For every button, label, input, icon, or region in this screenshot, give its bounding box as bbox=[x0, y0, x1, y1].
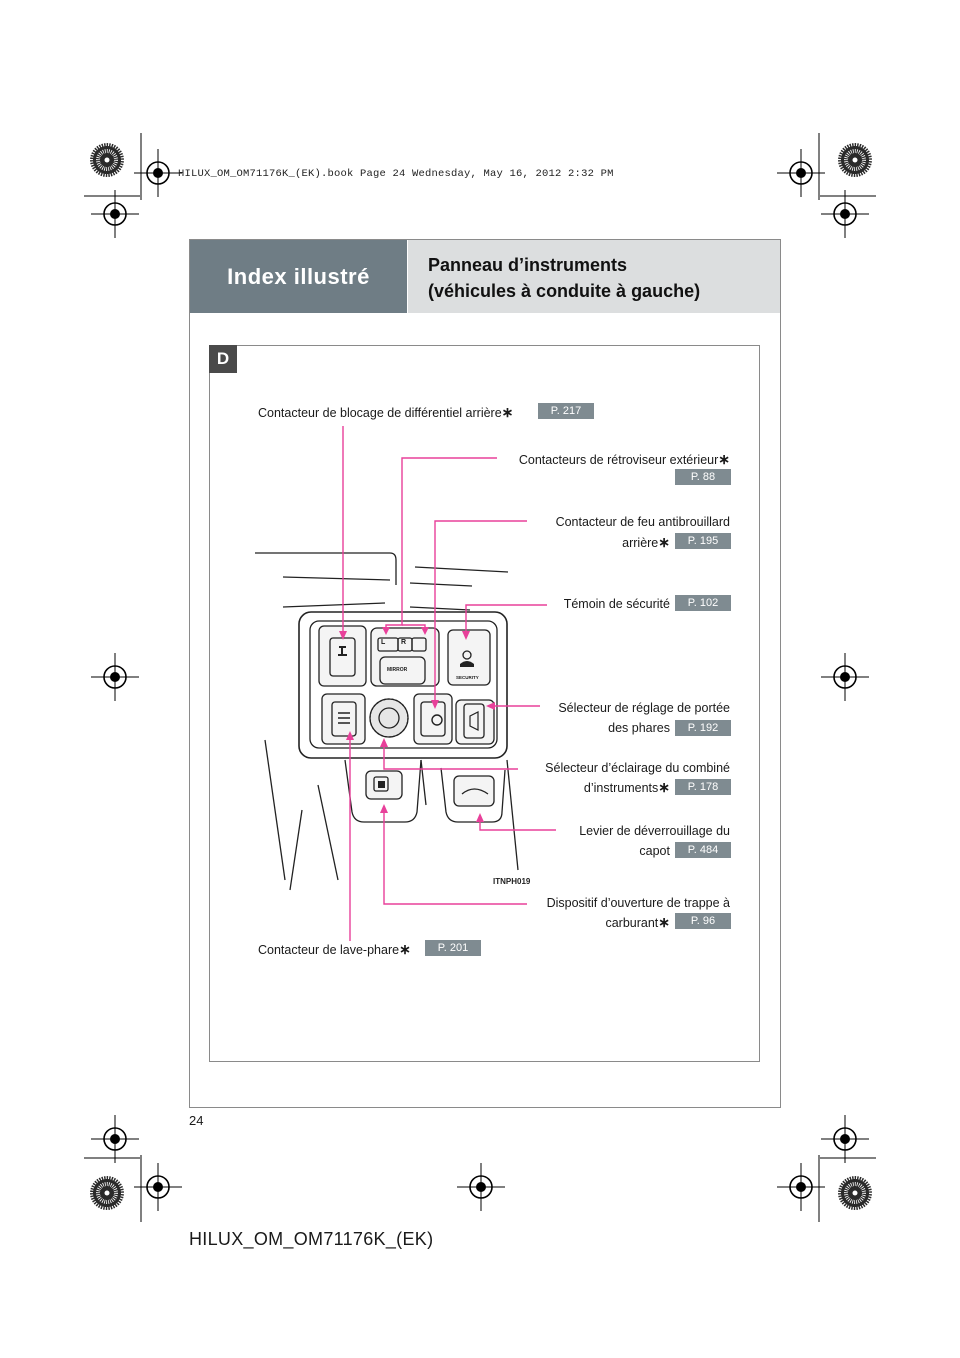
callout-dimmer-line2-wrap: d’instruments∗ bbox=[584, 777, 670, 798]
callout-headlight-level-line2: des phares bbox=[608, 721, 670, 735]
callout-dimmer-line1: Sélecteur d’éclairage du combiné bbox=[545, 761, 730, 775]
footer-code: HILUX_OM_OM71176K_(EK) bbox=[189, 1229, 434, 1249]
page-ref-headlight-level[interactable]: P. 192 bbox=[675, 720, 731, 736]
callout-washer: Contacteur de lave-phare∗ bbox=[258, 939, 411, 960]
leader-lines bbox=[342, 426, 556, 941]
callout-diff-lock: Contacteur de blocage de différentiel ar… bbox=[258, 402, 513, 423]
page-ref-diff-lock[interactable]: P. 217 bbox=[538, 403, 594, 419]
asterisk-mark: ∗ bbox=[718, 451, 730, 467]
asterisk-mark: ∗ bbox=[658, 534, 670, 550]
callout-washer-text: Contacteur de lave-phare bbox=[258, 943, 400, 957]
sunburst-mark-top-right bbox=[838, 143, 872, 177]
instrument-panel-illustration bbox=[255, 552, 519, 891]
page-ref-washer[interactable]: P. 201 bbox=[425, 940, 481, 956]
mirror-left-label: L bbox=[381, 639, 386, 646]
page-ref-fuel[interactable]: P. 96 bbox=[675, 913, 731, 929]
asterisk-mark: ∗ bbox=[399, 941, 411, 957]
callout-diff-lock-text: Contacteur de blocage de différentiel ar… bbox=[258, 406, 502, 420]
callout-mirror: Contacteurs de rétroviseur extérieur∗ bbox=[519, 449, 730, 470]
callout-fuel-line1: Dispositif d’ouverture de trappe à bbox=[546, 896, 730, 910]
index-tab-title: Index illustré bbox=[227, 263, 370, 289]
section-title-line2: (véhicules à conduite à gauche) bbox=[428, 281, 701, 301]
callout-rear-fog-line2-wrap: arrière∗ bbox=[622, 532, 670, 553]
callout-security: Témoin de sécurité bbox=[563, 597, 670, 611]
callout-dimmer-line2: d’instruments bbox=[583, 781, 659, 795]
section-header: Panneau d’instruments (véhicules à condu… bbox=[408, 240, 780, 313]
section-title-line1: Panneau d’instruments bbox=[428, 255, 628, 275]
illustration-box bbox=[209, 345, 760, 1062]
page-number: 24 bbox=[189, 1113, 204, 1128]
page-ref-dimmer[interactable]: P. 178 bbox=[675, 779, 731, 795]
callout-fuel-line2-wrap: carburant∗ bbox=[605, 912, 670, 933]
callout-mirror-text: Contacteurs de rétroviseur extérieur bbox=[518, 453, 719, 467]
callout-fuel-line2: carburant bbox=[605, 916, 659, 930]
index-tab: Index illustré bbox=[190, 240, 407, 313]
page-frame bbox=[189, 239, 781, 1108]
callout-hood-line1: Levier de déverrouillage du bbox=[579, 824, 730, 838]
page-ref-security[interactable]: P. 102 bbox=[675, 595, 731, 611]
crop-marks bbox=[84, 133, 876, 1222]
sunburst-mark-bottom-right bbox=[838, 1176, 872, 1210]
page-ref-mirror[interactable]: P. 88 bbox=[675, 469, 731, 485]
section-letter-badge: D bbox=[209, 345, 237, 373]
callout-headlight-level-line1: Sélecteur de réglage de portée bbox=[558, 701, 730, 715]
switch-icons bbox=[338, 646, 479, 788]
asterisk-mark: ∗ bbox=[658, 914, 670, 930]
sunburst-mark-bottom-left bbox=[90, 1176, 124, 1210]
sunburst-mark-top-left bbox=[90, 143, 124, 177]
callout-rear-fog-line2: arrière bbox=[622, 536, 659, 550]
mirror-button-label: MIRROR bbox=[387, 667, 408, 673]
leader-arrowheads bbox=[339, 627, 495, 822]
asterisk-mark: ∗ bbox=[658, 779, 670, 795]
book-header: HILUX_OM_OM71176K_(EK).book Page 24 Wedn… bbox=[178, 168, 614, 180]
security-button-label: SECURITY bbox=[456, 675, 479, 680]
callout-rear-fog-line1: Contacteur de feu antibrouillard bbox=[555, 515, 730, 529]
page-ref-hood[interactable]: P. 484 bbox=[675, 842, 731, 858]
mirror-right-label: R bbox=[401, 639, 407, 646]
page-ref-rear-fog[interactable]: P. 195 bbox=[675, 533, 731, 549]
asterisk-mark: ∗ bbox=[501, 404, 514, 420]
illustration-code: ITNPH019 bbox=[493, 877, 531, 886]
callout-hood-line2: capot bbox=[639, 844, 670, 858]
